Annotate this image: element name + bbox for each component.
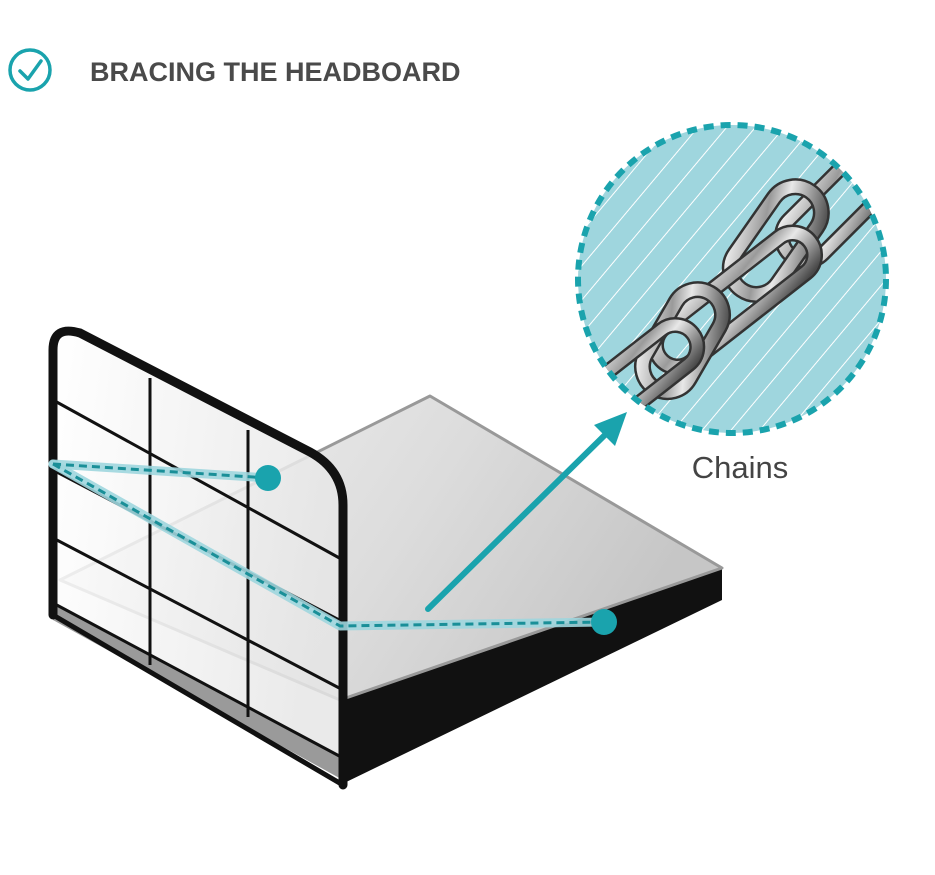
chain-links-icon [578,139,886,433]
anchor-point-deck [591,609,617,635]
anchor-point-upper [255,465,281,491]
callout-arrow [425,412,627,612]
page-title: BRACING THE HEADBOARD [90,57,461,87]
chain-bracing [48,459,617,635]
headboard [48,326,348,790]
chains-label: Chains [692,450,789,485]
check-circle-icon [8,48,52,92]
chain-detail-callout [575,122,889,436]
